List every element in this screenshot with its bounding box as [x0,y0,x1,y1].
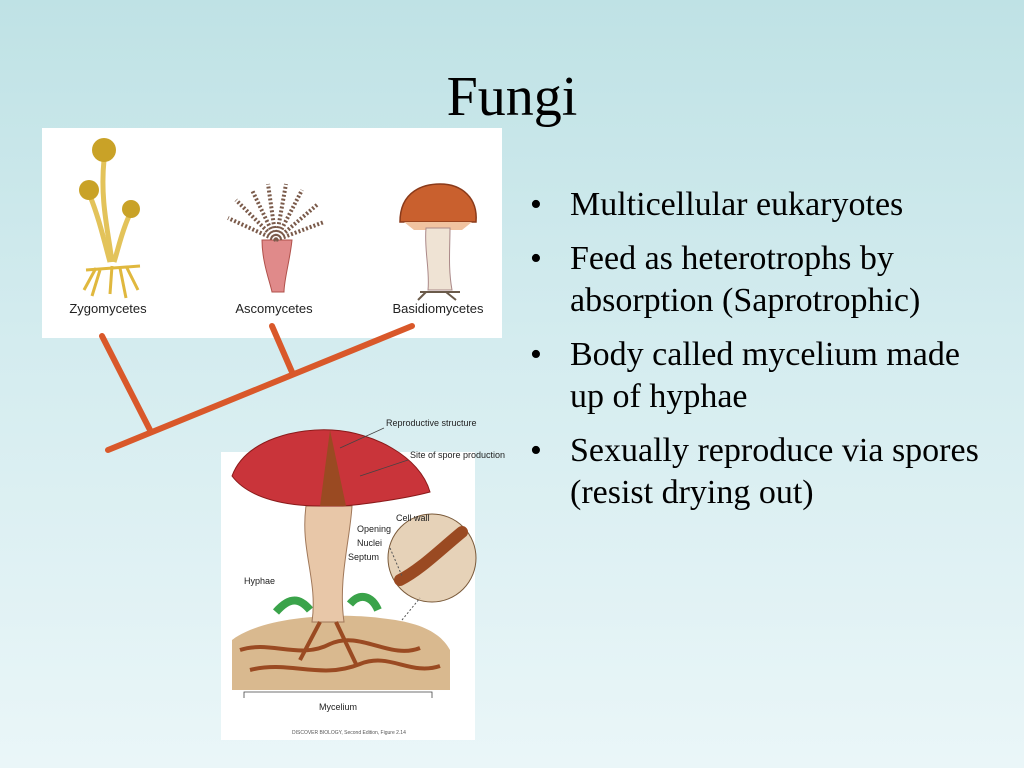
label-hyphae: Hyphae [244,576,275,586]
bullet-item: Sexually reproduce via spores (resist dr… [530,430,1000,514]
label-spore-site: Site of spore production [410,450,505,460]
label-nuclei: Nuclei [357,538,382,548]
bullet-item: Multicellular eukaryotes [530,184,1000,226]
zygomycete-drawing [79,138,141,299]
label-opening: Opening [357,524,391,534]
mushroom-anatomy-drawing [231,429,477,690]
label-cell-wall: Cell wall [396,513,430,523]
bullet-item: Body called mycelium made up of hyphae [530,334,1000,418]
basidiomycete-drawing [399,183,477,301]
label-zygomycetes: Zygomycetes [69,301,147,316]
ascomycete-drawing [227,183,325,293]
slide-title: Fungi [446,66,578,128]
label-mycelium: Mycelium [319,702,357,712]
label-basidiomycetes: Basidiomycetes [392,301,484,316]
bullet-list: Multicellular eukaryotes Feed as heterot… [530,184,1000,526]
label-septum: Septum [348,552,379,562]
bullet-item: Feed as heterotrophs by absorption (Sapr… [530,238,1000,322]
label-reproductive-structure: Reproductive structure [386,418,477,428]
figure-credit: DISCOVER BIOLOGY, Second Edition, Figure… [292,730,406,736]
phylogeny-tree [99,323,415,453]
label-ascomycetes: Ascomycetes [235,301,313,316]
